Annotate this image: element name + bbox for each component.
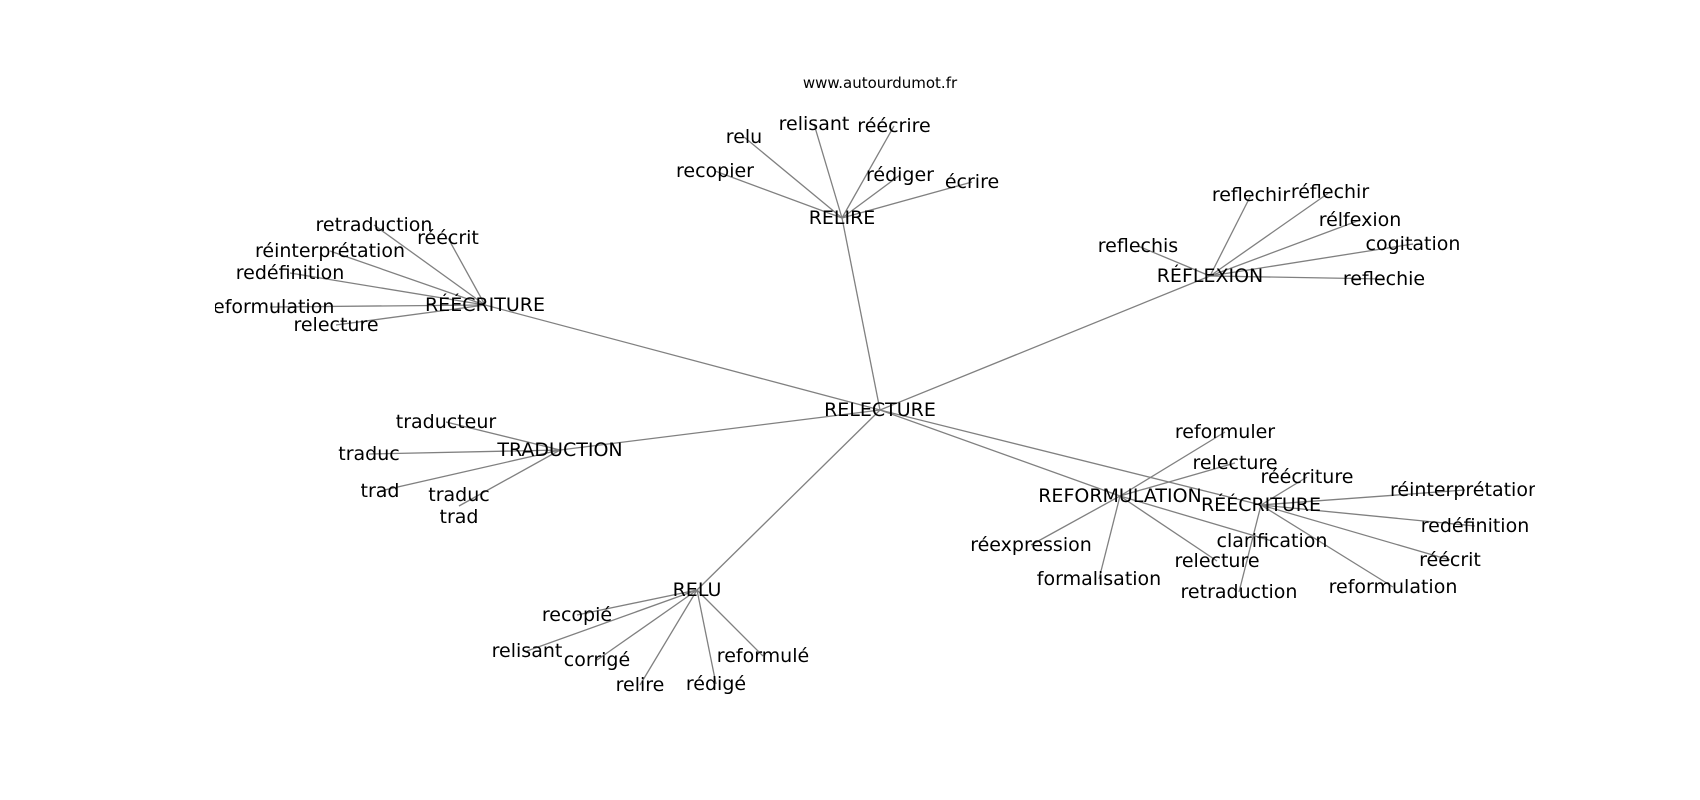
graph-edge [1119, 495, 1218, 562]
leaf-node-label: réinterprétation [255, 240, 405, 262]
leaf-node-label: traducteur [396, 411, 497, 433]
graph-edge [576, 589, 698, 616]
leaf-node-label: relisant [492, 640, 563, 662]
leaf-node-label: recopier [676, 160, 754, 182]
leaf-node-label: relu [726, 126, 762, 148]
branch-node-label: RELIRE [809, 207, 876, 229]
graph-edge [696, 589, 764, 657]
graph-edge [1238, 504, 1262, 593]
graph-edge [696, 409, 881, 591]
site-watermark: www.autourdumot.fr [803, 74, 958, 92]
graph-edge [841, 217, 881, 411]
graph-edge [484, 304, 881, 411]
graph-edge [596, 589, 698, 661]
graph-edge [841, 174, 901, 219]
leaf-node-label: réécrire [857, 115, 930, 137]
graph-edge [1098, 495, 1121, 580]
branch-node-label: RÉÉCRITURE [1201, 493, 1321, 516]
graph-edge [445, 421, 561, 451]
graph-edge [1260, 504, 1476, 527]
leaf-node-label: formalisation [1037, 568, 1161, 590]
leaf-node-label: recopié [542, 604, 612, 626]
graph-edge [879, 275, 1211, 411]
leaf-node-label: redéfinition [236, 262, 345, 284]
graph-edge [1209, 275, 1385, 280]
branch-node-label: TRADUCTION [496, 439, 622, 461]
leaf-node-label: reformulation [206, 296, 335, 318]
graph-edge [447, 237, 486, 306]
graph-edge [1260, 476, 1308, 506]
graph-edge [1030, 495, 1121, 546]
branch-node-label: RÉFLEXION [1157, 264, 1264, 287]
graph-edge [559, 409, 881, 451]
graph-edge [879, 409, 1262, 506]
graph-edge [379, 449, 561, 492]
leaf-node-label: relecture [293, 314, 378, 336]
leaf-node-label: redéfinition [1421, 515, 1530, 537]
leaf-node-label: retraduction [316, 214, 433, 236]
leaf-node-label: réinterprétation [1390, 479, 1540, 501]
graph-edge [1119, 495, 1273, 542]
root-node-label: RELECTURE [824, 399, 936, 421]
leaf-node-label: réflechir [1291, 181, 1370, 203]
graph-edge [639, 589, 698, 686]
graph-edge [1119, 462, 1236, 497]
leaf-node-label: clarification [1217, 530, 1328, 552]
graph-edge [743, 136, 843, 219]
graph-edge [1209, 243, 1414, 277]
leaf-node-label: reformulé [717, 645, 809, 667]
leaf-node-label: réécrit [417, 227, 479, 249]
graph-edge [1209, 194, 1252, 277]
graph-edge [1209, 219, 1361, 277]
leaf-node-label: réécrit [1419, 549, 1481, 571]
leaf-node-label: reflechis [1098, 235, 1178, 257]
graph-edge [1260, 504, 1394, 588]
leaf-node-label: relecture [1174, 550, 1259, 572]
graph-edge [1260, 504, 1451, 561]
leaf-node-label: reflechir [1212, 184, 1291, 206]
leaf-node-label: rélfexion [1319, 209, 1402, 231]
graph-edge [526, 589, 698, 652]
leaf-node-label: reflechie [1343, 268, 1425, 290]
leaf-node-label: rédigé [686, 673, 746, 695]
graph-edge [1137, 245, 1211, 277]
graph-edge [373, 224, 486, 306]
graph-edge [714, 170, 843, 219]
leaf-node-label: rédiger [866, 164, 934, 186]
graph-edge [1119, 431, 1226, 497]
leaf-node-label: réécriture [1261, 466, 1354, 488]
leaf-node-label: reformuler [1175, 421, 1275, 443]
leaf-node-label: relire [616, 674, 665, 696]
graph-edge [1209, 191, 1331, 277]
leaf-node-label: trad [361, 480, 400, 502]
branch-node-label: RÉÉCRITURE [425, 293, 545, 316]
branch-node-label: RELU [673, 579, 722, 601]
graph-edge [1260, 489, 1466, 506]
graph-edge [329, 250, 486, 306]
branch-node-label: REFORMULATION [1038, 485, 1202, 507]
graph-edge [841, 181, 973, 219]
leaf-node-label: relecture [1192, 452, 1277, 474]
leaf-node-label: traduc [338, 443, 399, 465]
graph-edge [269, 304, 486, 308]
graph-edge [879, 409, 1121, 497]
graph-edge [813, 123, 843, 219]
graph-edge [368, 449, 561, 455]
graph-edge [335, 304, 486, 326]
leaf-node-label: retraduction [1181, 581, 1298, 603]
leaf-node-label: cogitation [1366, 233, 1461, 255]
leaf-node-label: relisant [779, 113, 850, 135]
graph-edge [841, 125, 895, 219]
leaf-node-label: reformulation [1329, 576, 1458, 598]
graph-edge [458, 449, 561, 507]
leaf-node-label: écrire [945, 171, 999, 193]
graph-edge [289, 272, 486, 306]
graph-edge [696, 589, 717, 685]
leaf-node-label: réexpression [970, 534, 1092, 556]
leaf-node-label: corrigé [564, 649, 630, 671]
